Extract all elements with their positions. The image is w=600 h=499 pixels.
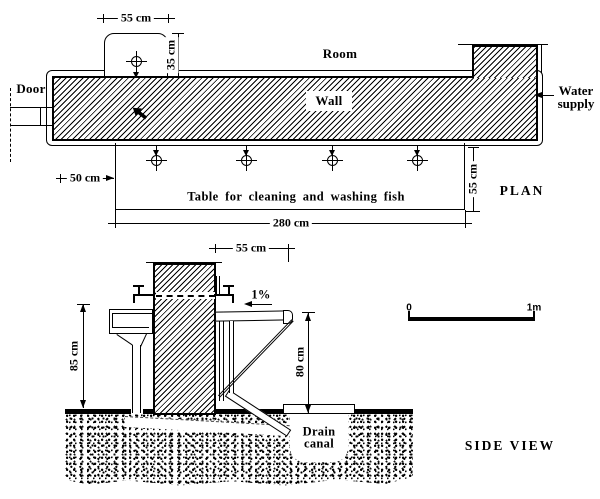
ground-stipple bbox=[65, 414, 413, 486]
left-tap-stem bbox=[138, 287, 140, 294]
water-supply-label: Water supply bbox=[552, 84, 600, 110]
scale-zero-label: 0 bbox=[406, 302, 412, 314]
dim-top-width-tick-right bbox=[288, 244, 289, 253]
tabletop-drip-edge bbox=[283, 310, 293, 324]
door-leaf-line bbox=[40, 107, 41, 125]
scale-bar-tick-right bbox=[533, 311, 535, 317]
dim-top-width-label: 55 cm bbox=[232, 240, 270, 256]
dim-table-depth-label: 55 cm bbox=[465, 160, 481, 198]
dim-left-offset-arrow-icon bbox=[106, 174, 114, 181]
dim-table-height-arrow-down-icon bbox=[305, 405, 311, 413]
dim-top-width-ext bbox=[288, 253, 289, 262]
drain-canal-hole bbox=[290, 414, 348, 462]
wall-label: Wall bbox=[315, 93, 343, 108]
dim-sink-width-tick-right bbox=[168, 14, 169, 23]
plan-wall-outer-outline bbox=[46, 70, 543, 146]
dim-table-height-line bbox=[308, 313, 309, 413]
tabletop-side bbox=[214, 310, 289, 322]
plan-title: PLAN bbox=[499, 183, 545, 198]
faucet-stem bbox=[417, 146, 418, 151]
plan-wall-outer-right-line bbox=[541, 45, 542, 73]
water-supply-arrow-line bbox=[540, 95, 554, 96]
dim-sink-width-label: 55 cm bbox=[117, 10, 155, 26]
slope-arrow-line bbox=[249, 304, 272, 305]
side-wall-cap-line bbox=[146, 262, 222, 263]
plan-wall-top-cap-line bbox=[458, 44, 548, 45]
room-label: Room bbox=[322, 46, 358, 61]
dim-sink-width-tick-left bbox=[103, 14, 104, 23]
right-tap-handle-icon bbox=[223, 285, 234, 287]
dim-sink-height-label: 85 cm bbox=[66, 337, 82, 375]
dim-table-length-ext-right bbox=[465, 210, 466, 227]
wall-label-box bbox=[306, 91, 352, 111]
ground-line-right bbox=[355, 409, 413, 414]
dim-table-height-label: 80 cm bbox=[292, 343, 308, 381]
side-wall-column bbox=[153, 263, 216, 415]
slope-label: 1% bbox=[251, 287, 271, 302]
dim-left-offset-label: 50 cm bbox=[66, 170, 104, 186]
drain-canal-cover bbox=[283, 404, 355, 414]
scale-bar bbox=[408, 317, 535, 321]
dim-table-depth-tick-top bbox=[468, 147, 479, 148]
dim-top-width-tick-left bbox=[215, 244, 216, 253]
pipe-in-wall-dashed bbox=[156, 295, 215, 297]
right-tap-stem bbox=[228, 287, 230, 294]
faucet-stem bbox=[246, 146, 247, 151]
table-plan bbox=[115, 143, 465, 210]
wall-riser-pipe bbox=[216, 276, 220, 294]
sink-side-rim-line bbox=[112, 313, 153, 314]
faucet-icon bbox=[146, 150, 167, 171]
faucet-icon bbox=[407, 150, 428, 171]
table-drain-pipe bbox=[229, 321, 234, 393]
water-supply-arrow-icon bbox=[534, 92, 542, 98]
scale-one-label: 1m bbox=[526, 302, 542, 314]
sink-drain-pipe-left bbox=[132, 345, 133, 413]
sink-drain-pipe-fill bbox=[133, 345, 140, 413]
sink-faucet-arrow-icon bbox=[133, 72, 139, 78]
faucet-stem bbox=[156, 146, 157, 151]
sink-funnel-left bbox=[116, 334, 133, 346]
sink-side-inner-bottom bbox=[113, 327, 149, 328]
drain-canal-label-line1: Drain bbox=[302, 424, 336, 439]
left-tap-spout-icon bbox=[133, 294, 135, 303]
plan-wall-vertical bbox=[472, 45, 538, 78]
right-tap-spout-icon bbox=[232, 294, 234, 303]
dim-table-length-ext-left bbox=[115, 210, 116, 227]
plan-wall-horizontal bbox=[52, 76, 538, 141]
dim-table-length-label: 280 cm bbox=[269, 215, 313, 231]
dim-sink-height-arrow-up-icon bbox=[80, 304, 86, 312]
left-tap-pipe bbox=[135, 294, 153, 296]
faucet-icon bbox=[322, 150, 343, 171]
water-supply-line2: supply bbox=[557, 96, 595, 111]
dim-table-height-arrow-up-icon bbox=[305, 313, 311, 321]
dim-table-height-tick-top bbox=[302, 312, 315, 313]
faucet-icon bbox=[236, 150, 257, 171]
sink-faucet-stem bbox=[136, 68, 137, 73]
door-label: Door bbox=[16, 81, 46, 96]
dim-left-offset-tick bbox=[60, 174, 61, 183]
slope-arrow-icon bbox=[244, 301, 252, 307]
left-tap-handle-icon bbox=[133, 285, 144, 287]
dim-sink-height-line bbox=[83, 305, 84, 408]
water-supply-line1: Water bbox=[558, 83, 594, 98]
sink-drain-pipe-right bbox=[140, 345, 141, 413]
table-leg bbox=[219, 321, 224, 401]
sink-faucet-icon bbox=[126, 51, 147, 72]
dim-sink-depth-line bbox=[178, 33, 179, 77]
dim-sink-depth-tick-top bbox=[172, 33, 184, 34]
door-jamb-top bbox=[10, 107, 52, 108]
table-caption: Table for cleaning and washing fish bbox=[187, 189, 405, 204]
dim-sink-depth-label: 35 cm bbox=[163, 36, 179, 74]
scale-bar-tick-left bbox=[408, 311, 410, 317]
door-jamb-bottom bbox=[10, 125, 52, 126]
dim-table-depth-ext bbox=[465, 211, 480, 212]
ground-line-left bbox=[65, 409, 131, 414]
faucet-stem bbox=[332, 146, 333, 151]
dim-sink-height-arrow-down-icon bbox=[80, 400, 86, 408]
sink-funnel-right bbox=[140, 333, 147, 347]
sink-side-inner-left bbox=[112, 313, 113, 328]
side-view-title: SIDE VIEW bbox=[464, 438, 556, 453]
drain-canal-label-line2: canal bbox=[304, 436, 334, 451]
right-tap-pipe bbox=[214, 294, 234, 296]
